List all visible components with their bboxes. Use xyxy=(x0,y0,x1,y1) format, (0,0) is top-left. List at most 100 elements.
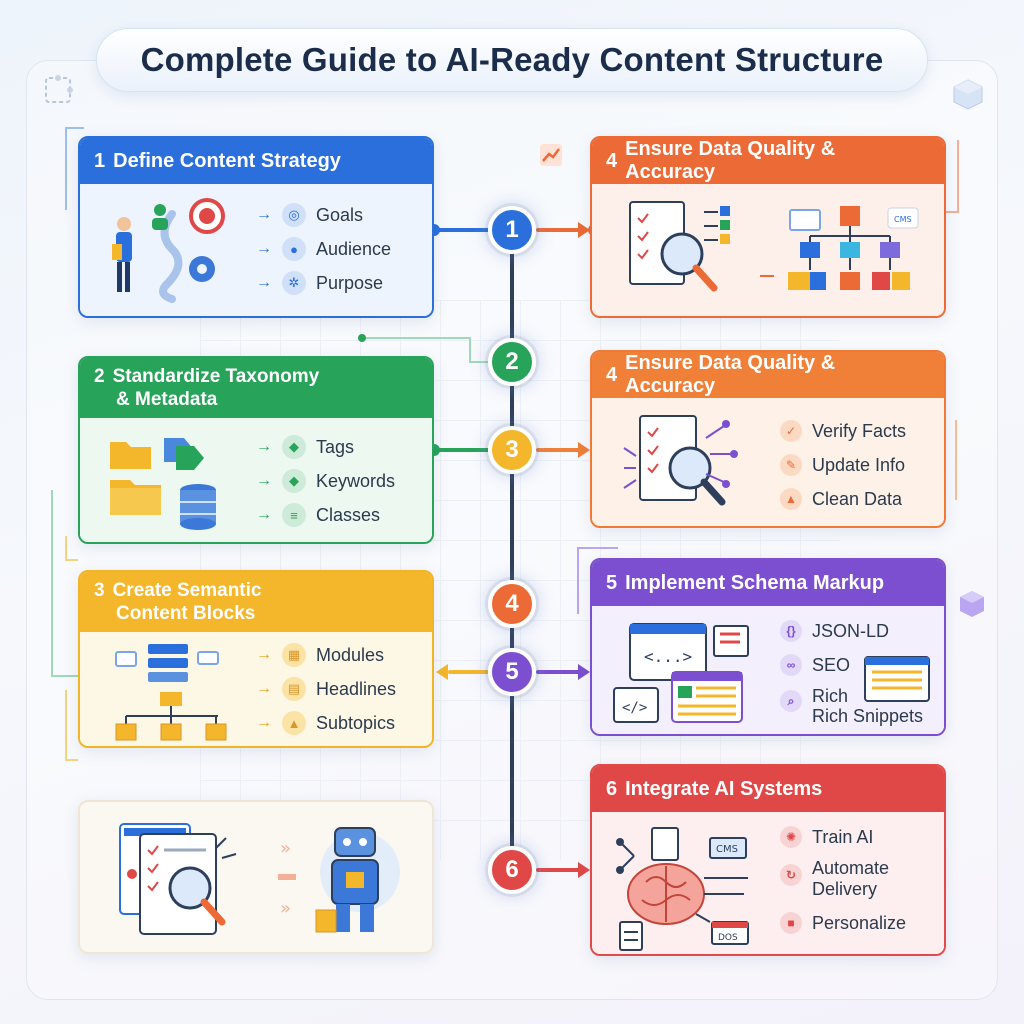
cube-purple-icon xyxy=(960,591,984,617)
list-item: ✓ Verify Facts xyxy=(780,414,906,448)
verify-check-icon: ✓ xyxy=(780,420,802,442)
list-item: {} JSON-LD xyxy=(780,614,923,648)
card-body: CMS xyxy=(592,184,944,316)
card-number: 3 xyxy=(94,580,105,601)
list-item: ∞SEO xyxy=(780,648,923,682)
checklist-hierarchy-illustration-icon: CMS xyxy=(629,201,919,292)
card-body: →▦Modules →▤Headlines →▲Subtopics xyxy=(80,632,432,746)
dos-label: DOS xyxy=(718,933,738,943)
item-label: Classes xyxy=(316,504,381,525)
list-item: →●Audience xyxy=(256,232,391,266)
headline-doc-icon: ▤ xyxy=(282,677,306,701)
ai-robot-illustration-card: » » xyxy=(78,800,434,954)
item-label: Delivery xyxy=(812,879,878,899)
connector-6-right xyxy=(536,868,586,872)
card-item-list: →◆Tags →◆Keywords →≡Classes xyxy=(256,430,395,532)
edit-icon: ✎ xyxy=(780,454,802,476)
people-icon: ● xyxy=(282,237,306,261)
cube-icon xyxy=(953,79,983,110)
card-header: 4 Ensure Data Quality & Accuracy xyxy=(592,352,944,398)
refresh-icon: ↻ xyxy=(780,864,802,886)
folders-tags-illustration-icon xyxy=(110,438,216,530)
card-schema-markup: 5 Implement Schema Markup <...> </> {}JS… xyxy=(590,558,946,736)
item-label: Audience xyxy=(316,238,392,259)
list-item: ▲ Clean Data xyxy=(780,482,906,516)
cms-label: CMS xyxy=(716,844,738,855)
card-header: 4 Ensure Data Quality & Accuracy xyxy=(592,138,944,184)
connector-1-right xyxy=(536,228,586,232)
step-node-2: 2 xyxy=(488,338,536,386)
braces-icon: {} xyxy=(780,620,802,642)
code-tag-label: </> xyxy=(622,700,647,716)
card-number: 1 xyxy=(94,149,106,172)
card-number: 4 xyxy=(606,149,618,172)
item-label: Rich Snippets xyxy=(812,706,924,726)
database-icon: ≡ xyxy=(282,503,306,527)
strategy-illustration-icon xyxy=(112,198,225,303)
timeline-spine xyxy=(510,230,514,870)
target-icon: ◎ xyxy=(282,203,306,227)
card-data-quality-top: 4 Ensure Data Quality & Accuracy CMS xyxy=(590,136,946,318)
brain-network-illustration-icon: CMS DOS xyxy=(616,827,749,951)
gear-icon: ✲ xyxy=(282,271,306,295)
arrow-tip xyxy=(578,222,590,238)
item-label: Rich xyxy=(812,686,849,706)
card-integrate-ai: 6 Integrate AI Systems CMS DOS ✺Train AI… xyxy=(590,764,946,956)
card-header: 6 Integrate AI Systems xyxy=(592,766,944,812)
arrow-tip xyxy=(578,862,590,878)
card-item-list: ✓Verify Facts ✎Update Info ▲Clean Data xyxy=(780,414,906,516)
card-body: ✓Verify Facts ✎Update Info ▲Clean Data xyxy=(592,398,944,526)
checklist-magnifier-illustration-icon xyxy=(623,415,738,506)
list-item: →▦Modules xyxy=(256,638,396,672)
card-title: Ensure Data Quality & Accuracy xyxy=(625,352,836,397)
list-item: →◆Tags xyxy=(256,430,395,464)
item-label: Verify Facts xyxy=(812,420,907,441)
step-node-5: 5 xyxy=(488,648,536,696)
content-blocks-illustration-icon xyxy=(115,644,227,741)
card-title-line2: Content Blocks xyxy=(116,603,256,624)
item-label: Goals xyxy=(316,204,364,225)
cms-mini-label: CMS xyxy=(894,215,912,224)
item-label: SEO xyxy=(812,654,851,675)
keyword-tag-icon: ◆ xyxy=(282,469,306,493)
document-scan-robot-illustration-icon: » » xyxy=(119,823,400,935)
step-node-4: 4 xyxy=(488,580,536,628)
card-title-line2: & Metadata xyxy=(116,389,218,410)
tag-icon: ◆ xyxy=(282,435,306,459)
item-label: Personalize xyxy=(812,912,907,933)
card-header: 5 Implement Schema Markup xyxy=(592,560,944,606)
item-label: Clean Data xyxy=(812,488,903,509)
step-node-1: 1 xyxy=(488,206,536,254)
browser-window-icon xyxy=(864,656,930,702)
list-item: →✲Purpose xyxy=(256,266,391,300)
item-label: JSON-LD xyxy=(812,620,890,641)
card-title: Integrate AI Systems xyxy=(625,777,823,800)
svg-text:»: » xyxy=(280,898,291,919)
svg-text:»: » xyxy=(280,838,291,859)
arrow-tip xyxy=(578,442,590,458)
connector-3-left xyxy=(434,448,490,452)
card-header: 1 Define Content Strategy xyxy=(80,138,432,184)
thumbs-up-icon: ▲ xyxy=(780,488,802,510)
arrow-tip xyxy=(578,664,590,680)
item-label: Subtopics xyxy=(316,712,396,733)
card-title: Ensure Data Quality & Accuracy xyxy=(625,138,836,183)
item-label: Modules xyxy=(316,644,385,665)
card-number: 6 xyxy=(606,777,618,800)
item-label: Train AI xyxy=(812,826,874,847)
list-item: →▲Subtopics xyxy=(256,706,396,740)
item-label: Headlines xyxy=(316,678,397,699)
connector-3-right xyxy=(536,448,586,452)
connector-5-left xyxy=(448,670,490,674)
modules-grid-icon: ▦ xyxy=(282,643,306,667)
card-item-list: →▦Modules →▤Headlines →▲Subtopics xyxy=(256,638,396,740)
